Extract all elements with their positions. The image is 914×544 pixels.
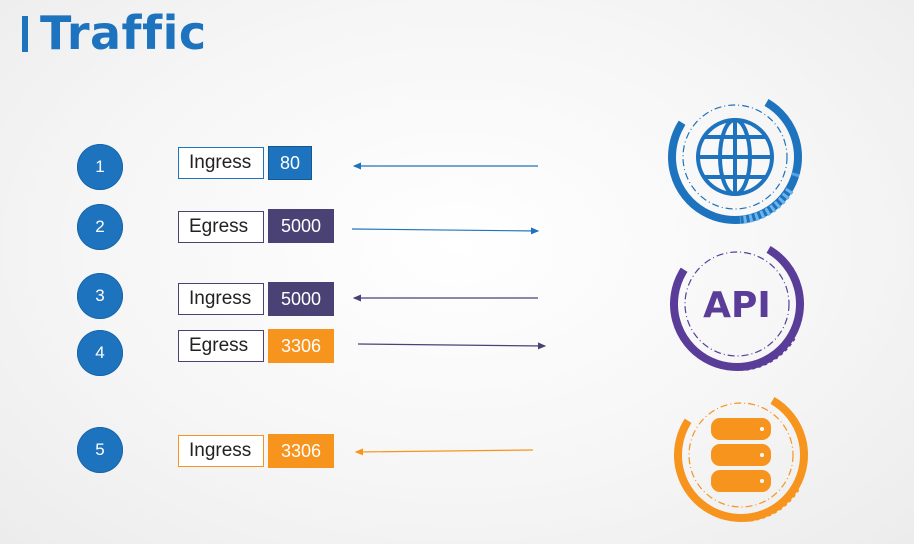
api-icon: API: [670, 237, 804, 371]
rule-number-2: 2: [77, 204, 123, 250]
rule-2-port: 5000: [268, 209, 334, 243]
rule-5-port: 3306: [268, 434, 334, 468]
arrow-rule-2: [351, 227, 540, 235]
api-label: API: [703, 285, 771, 326]
rule-4-direction: Egress: [178, 330, 264, 362]
title-accent-bar: [22, 16, 28, 52]
rule-number-1: 1: [77, 144, 123, 190]
rule-1-direction: Ingress: [178, 147, 264, 179]
globe-icon: [668, 90, 802, 224]
database-icon: [674, 388, 808, 522]
arrow-rule-4: [357, 342, 547, 350]
rule-number-4: 4: [77, 330, 123, 376]
arrow-rule-5: [354, 448, 534, 456]
rule-number-5: 5: [77, 427, 123, 473]
rule-2-direction: Egress: [178, 211, 264, 243]
rule-3-port: 5000: [268, 282, 334, 316]
rule-3-direction: Ingress: [178, 283, 264, 315]
rule-5-direction: Ingress: [178, 435, 264, 467]
page-title: Traffic: [40, 6, 207, 60]
rule-number-3: 3: [77, 273, 123, 319]
rule-4-port: 3306: [268, 329, 334, 363]
rule-1-port: 80: [268, 146, 312, 180]
